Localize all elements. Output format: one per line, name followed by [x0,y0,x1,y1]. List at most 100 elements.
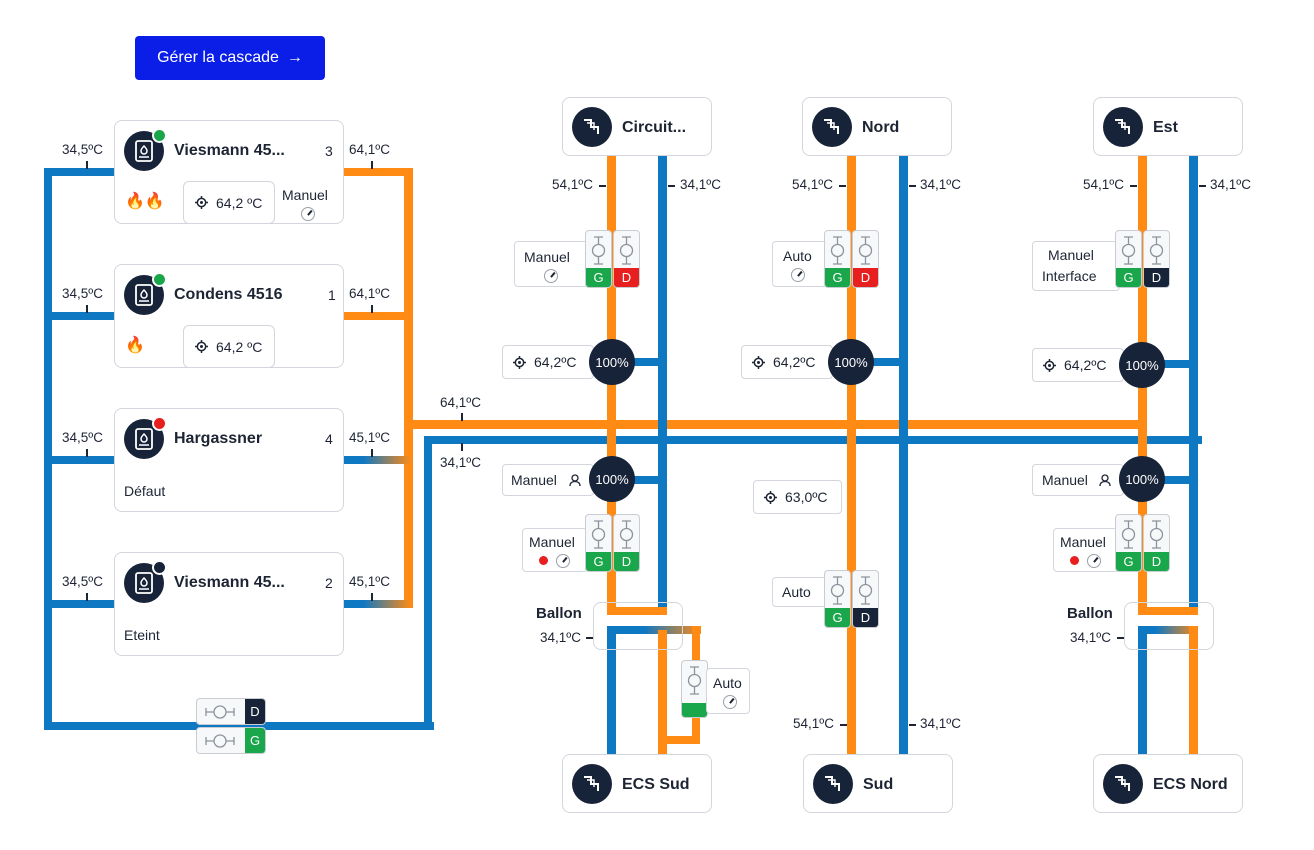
c3-pump-left[interactable]: G [1115,230,1142,288]
c3-pump-mode[interactable]: Manuel Interface [1032,241,1120,291]
ecs-sud-pump-left[interactable]: G [585,514,612,572]
pump-icon [205,734,235,748]
ecs-nord-ballon-temp: 34,1ºC [1070,630,1111,645]
target-icon [513,356,526,369]
pump-mode-label: Auto [783,248,812,264]
c2-bypass-pipe [852,358,902,366]
ecs-sud-valve[interactable]: 100% [589,456,635,502]
pump-mode-label: Manuel [524,249,570,265]
c3-setpoint[interactable]: 64,2ºC [1032,348,1124,382]
pump-icon [830,236,845,265]
boiler-name: Viesmann 45... [174,142,285,159]
ecs-sud-pump-mode[interactable]: Manuel [522,528,588,572]
setpoint-box[interactable]: 64,2 ºC [183,181,275,224]
c2-pump-mode[interactable]: Auto [772,241,828,287]
c2-setpoint[interactable]: 64,2ºC [741,345,833,379]
ecs-sud-load-pump-mode[interactable]: Auto [706,668,750,714]
pump-icon [1121,236,1136,265]
pump-mode-label: Manuel [1060,534,1106,550]
bottom-pump-2[interactable]: G [196,727,266,754]
ecs-nord-tank [1124,602,1214,650]
sud-pump-left[interactable]: G [824,570,851,628]
mode-label: Manuel [282,187,328,203]
boiler1-return-pipe [44,168,116,176]
c1-supply-pipe [607,155,616,615]
ecs-sud-valve-mode[interactable]: Manuel [502,464,594,496]
ecs-sud-coil-top [607,607,667,615]
tick [1199,185,1206,187]
dial-icon [723,695,737,709]
boiler3-out-temp: 45,1ºC [349,430,390,445]
boiler1-supply-pipe [343,168,411,176]
sud-pump-right[interactable]: D [852,570,879,628]
c3-pump-right[interactable]: D [1143,230,1170,288]
tick [371,161,373,169]
pump-tag: G [1116,268,1141,287]
pump-icon [619,520,634,549]
circuit-card[interactable]: ECS Nord [1093,754,1243,813]
ecs-sud-cold-pipe [607,626,701,634]
ecs-sud-pump-right[interactable]: D [613,514,640,572]
ecs-nord-pump-right[interactable]: D [1143,514,1170,572]
boiler-name: Condens 4516 [174,286,283,303]
status-indicator [152,272,167,287]
circuit-card[interactable]: Sud [803,754,953,813]
boiler-card[interactable]: Viesmann 45... 2 Eteint [114,552,344,656]
c1-valve[interactable]: 100% [589,339,635,385]
circuit-card[interactable]: Est [1093,97,1243,156]
ecs-nord-valve[interactable]: 100% [1119,456,1165,502]
target-icon [195,340,208,353]
tick [86,593,88,601]
sud-pump-mode[interactable]: Auto [772,577,828,607]
circuit-card[interactable]: Nord [802,97,952,156]
c1-pump-left[interactable]: G [585,230,612,288]
sud-setpoint[interactable]: 63,0ºC [753,480,842,514]
boiler4-out-temp: 45,1ºC [349,574,390,589]
dial-icon [1087,554,1101,568]
c1-pump-right[interactable]: D [613,230,640,288]
boiler-state: Eteint [124,627,160,643]
c1-setpoint[interactable]: 64,2ºC [502,345,594,379]
boiler-name: Viesmann 45... [174,574,285,591]
c1-pump-mode[interactable]: Manuel [514,241,588,287]
circuit-name: Circuit... [622,119,687,136]
radiator-icon [813,764,853,804]
boiler-card[interactable]: Hargassner 4 Défaut [114,408,344,512]
c3-return-temp: 34,1ºC [1210,177,1251,192]
ecs-nord-valve-mode[interactable]: Manuel [1032,464,1124,496]
valve-mode-label: Manuel [511,472,557,488]
c2-pump-left[interactable]: G [824,230,851,288]
ecs-nord-coil-top [1138,607,1198,615]
boiler-card[interactable]: Viesmann 45... 3 🔥🔥 64,2 ºC Manuel [114,120,344,224]
c2-return-temp: 34,1ºC [920,177,961,192]
main-return-temp: 34,1ºC [440,455,481,470]
main-supply-temp: 64,1ºC [440,395,481,410]
manage-cascade-button[interactable]: Gérer la cascade → [135,36,325,80]
ecs-nord-pump-left[interactable]: G [1115,514,1142,572]
ecs-sud-load-pump[interactable] [681,660,708,718]
tick [909,724,916,726]
status-indicator [152,128,167,143]
supply-collector-pipe [404,168,413,608]
c2-pump-right[interactable]: D [852,230,879,288]
pump-mode-label: Interface [1042,268,1097,284]
ecs-nord-pump-mode[interactable]: Manuel [1053,528,1119,572]
pump-icon [205,705,235,719]
boiler-card[interactable]: Condens 4516 1 🔥 64,2 ºC [114,264,344,368]
setpoint-value: 64,2ºC [534,354,577,370]
c3-valve[interactable]: 100% [1119,342,1165,388]
valve-mode-label: Manuel [1042,472,1088,488]
alarm-dot [539,556,548,565]
bottom-pump-1[interactable]: D [196,698,266,725]
circuit-card[interactable]: Circuit... [562,97,712,156]
pump-icon [619,236,634,265]
c2-valve[interactable]: 100% [828,339,874,385]
pump-mode-label: Auto [782,584,811,600]
circuit-card[interactable]: ECS Sud [562,754,712,813]
tick [586,637,593,639]
pump-tag: D [1144,268,1169,287]
c3-bypass-pipe [1143,360,1193,368]
pump-icon [858,236,873,265]
setpoint-box[interactable]: 64,2 ºC [183,325,275,368]
pump-mode-label: Auto [713,675,742,691]
